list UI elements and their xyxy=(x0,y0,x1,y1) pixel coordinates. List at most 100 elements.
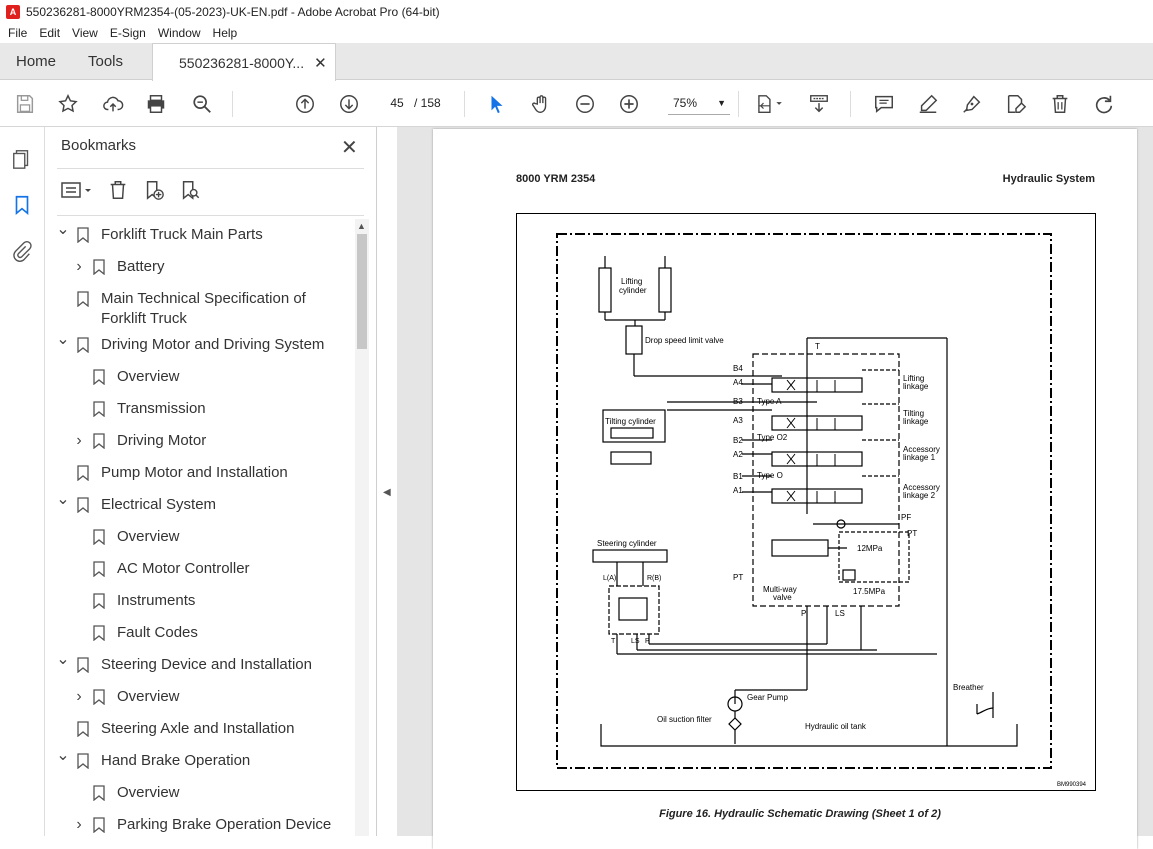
pdf-page: 8000 YRM 2354 Hydraulic System xyxy=(433,129,1137,849)
bookmark-item[interactable]: Overview xyxy=(45,367,355,387)
chevron-right-icon[interactable]: › xyxy=(76,688,82,705)
scrollbar-thumb[interactable] xyxy=(357,234,367,349)
menu-esign[interactable]: E-Sign xyxy=(109,26,146,40)
zoom-in-icon[interactable] xyxy=(616,91,642,117)
bookmark-item[interactable]: ›Overview xyxy=(45,687,355,707)
tab-home[interactable]: Home xyxy=(16,53,57,70)
svg-text:Multi-way: Multi-way xyxy=(763,585,797,594)
zoom-level-dropdown[interactable]: 75% ▼ xyxy=(668,91,730,115)
bookmark-item[interactable]: Transmission xyxy=(45,399,355,419)
tab-document[interactable]: 550236281-8000Y... ✕ xyxy=(152,43,336,81)
bookmark-item[interactable]: Instruments xyxy=(45,591,355,611)
svg-text:Breather: Breather xyxy=(953,683,984,692)
chevron-right-icon[interactable]: › xyxy=(76,816,82,833)
sign-pen-icon[interactable] xyxy=(959,91,985,117)
print-icon[interactable] xyxy=(143,91,169,117)
bookmark-item[interactable]: Overview xyxy=(45,783,355,803)
redo-icon[interactable] xyxy=(1091,91,1117,117)
bookmark-icon xyxy=(93,401,105,417)
comment-icon[interactable] xyxy=(871,91,897,117)
toolbar: 45 / 158 75% ▼ xyxy=(0,81,1153,127)
select-cursor-icon[interactable] xyxy=(484,91,510,117)
bookmark-item[interactable]: ⌄Hand Brake Operation xyxy=(45,747,355,771)
bookmarks-scrollbar[interactable]: ▲ xyxy=(355,219,369,836)
bookmark-label: Steering Axle and Installation xyxy=(101,720,295,737)
upload-cloud-icon[interactable] xyxy=(100,91,126,117)
scroll-up-icon[interactable]: ▲ xyxy=(357,221,366,231)
bookmark-item[interactable]: Overview xyxy=(45,527,355,547)
bookmark-label: Driving Motor xyxy=(117,432,207,449)
bookmark-icon xyxy=(77,721,89,737)
delete-icon[interactable] xyxy=(1047,91,1073,117)
chevron-down-icon[interactable]: ⌄ xyxy=(56,221,70,238)
scroll-mode-icon[interactable] xyxy=(806,91,832,117)
menu-help[interactable]: Help xyxy=(212,26,238,40)
bookmark-item[interactable]: ›Battery xyxy=(45,257,355,277)
tab-bar: Home Tools 550236281-8000Y... ✕ xyxy=(0,43,1153,81)
svg-text:Gear Pump: Gear Pump xyxy=(747,693,788,702)
star-icon[interactable] xyxy=(55,91,81,117)
previous-page-icon[interactable] xyxy=(292,91,318,117)
next-page-icon[interactable] xyxy=(336,91,362,117)
hydraulic-schematic-diagram: Lifting cylinder Drop speed limit valve … xyxy=(556,233,1087,788)
chevron-down-icon[interactable]: ⌄ xyxy=(56,491,70,508)
bookmark-item[interactable]: Pump Motor and Installation xyxy=(45,463,355,483)
find-bookmark-icon[interactable] xyxy=(177,177,203,203)
chevron-down-icon[interactable]: ⌄ xyxy=(56,331,70,348)
bookmark-item[interactable]: Fault Codes xyxy=(45,623,355,643)
svg-text:Tilting cylinder: Tilting cylinder xyxy=(605,417,656,426)
bookmark-item[interactable]: ›Parking Brake Operation Device xyxy=(45,815,355,835)
bookmark-item[interactable]: ⌄Electrical System xyxy=(45,491,355,515)
menu-file[interactable]: File xyxy=(8,26,28,40)
svg-text:Accessory: Accessory xyxy=(903,445,940,454)
menu-window[interactable]: Window xyxy=(157,26,201,40)
svg-text:P: P xyxy=(801,609,806,618)
acrobat-app-icon: A xyxy=(6,4,20,19)
document-viewer[interactable]: 8000 YRM 2354 Hydraulic System xyxy=(397,127,1153,849)
hydraulic-schematic-figure: Lifting cylinder Drop speed limit valve … xyxy=(516,213,1096,791)
zoom-out-icon[interactable] xyxy=(572,91,598,117)
svg-text:valve: valve xyxy=(773,593,792,602)
svg-text:Type O2: Type O2 xyxy=(757,433,788,442)
chevron-right-icon[interactable]: › xyxy=(76,258,82,275)
chevron-down-icon[interactable]: ⌄ xyxy=(56,747,70,764)
attachment-paperclip-icon[interactable] xyxy=(10,239,34,263)
chevron-right-icon[interactable]: › xyxy=(76,432,82,449)
zoom-search-icon[interactable] xyxy=(189,91,215,117)
tab-tools[interactable]: Tools xyxy=(88,53,124,70)
new-bookmark-icon[interactable] xyxy=(141,177,167,203)
chevron-down-icon[interactable]: ⌄ xyxy=(56,651,70,668)
menu-edit[interactable]: Edit xyxy=(39,26,61,40)
delete-bookmark-icon[interactable] xyxy=(105,177,131,203)
bookmark-icon xyxy=(93,593,105,609)
save-icon[interactable] xyxy=(12,91,38,117)
edit-pdf-icon[interactable] xyxy=(1003,91,1029,117)
bookmarks-tools xyxy=(59,177,203,203)
svg-text:Type A: Type A xyxy=(757,397,782,406)
page-thumbnails-icon[interactable] xyxy=(10,147,34,171)
collapse-panel-arrow-icon[interactable]: ◀ xyxy=(383,487,391,498)
bookmark-icon xyxy=(93,785,105,801)
highlight-pen-icon[interactable] xyxy=(915,91,941,117)
window-title: 550236281-8000YRM2354-(05-2023)-UK-EN.pd… xyxy=(26,4,440,19)
page-fit-icon[interactable] xyxy=(752,91,786,117)
svg-text:Lifting: Lifting xyxy=(621,277,642,286)
bookmark-item[interactable]: Main Technical Specification of Forklift… xyxy=(45,289,355,329)
page-number-input[interactable]: 45 xyxy=(390,96,404,110)
bookmark-label: Transmission xyxy=(117,400,206,417)
bookmark-item[interactable]: AC Motor Controller xyxy=(45,559,355,579)
bookmark-panel-icon[interactable] xyxy=(10,193,34,217)
bookmark-item[interactable]: › Driving Motor xyxy=(45,431,355,451)
close-panel-icon[interactable]: ✕ xyxy=(341,137,358,159)
svg-text:Steering cylinder: Steering cylinder xyxy=(597,539,657,548)
bookmark-item[interactable]: ⌄Steering Device and Installation xyxy=(45,651,355,675)
close-tab-icon[interactable]: ✕ xyxy=(314,54,327,72)
svg-text:L(A): L(A) xyxy=(603,575,616,582)
bookmark-item[interactable]: ⌄Driving Motor and Driving System xyxy=(45,331,355,355)
menu-view[interactable]: View xyxy=(72,26,98,40)
chevron-down-icon: ▼ xyxy=(717,97,726,108)
bookmark-options-icon[interactable] xyxy=(59,177,95,203)
bookmark-item[interactable]: ⌄Forklift Truck Main Parts xyxy=(45,221,355,245)
hand-tool-icon[interactable] xyxy=(528,91,554,117)
bookmark-item[interactable]: Steering Axle and Installation xyxy=(45,719,355,739)
